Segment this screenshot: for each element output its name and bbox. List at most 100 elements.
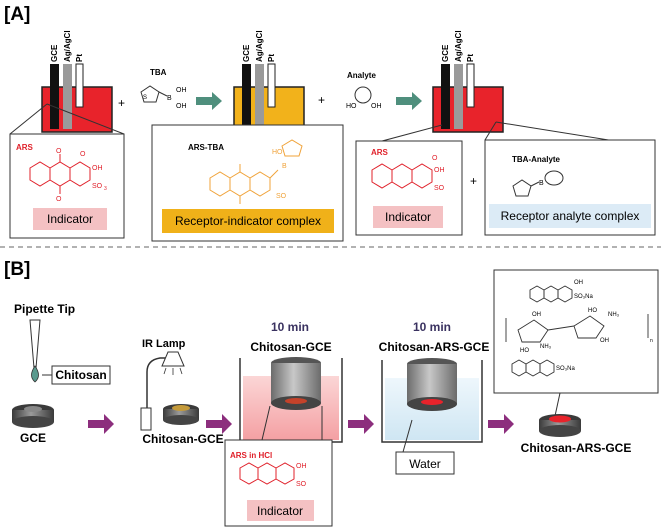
chitosan-drop bbox=[31, 365, 39, 383]
arrow-b-2 bbox=[206, 414, 232, 434]
sulfur-atom: S bbox=[143, 95, 147, 101]
box-ars-tba: ARS-TBA HO B SO Receptor-indicator compl… bbox=[151, 124, 344, 242]
indicator-tag-2: Indicator bbox=[385, 210, 431, 224]
box-ars-hcl: ARS in HCl OH SO Indicator bbox=[224, 439, 333, 527]
arrow-b-3 bbox=[348, 414, 374, 434]
ars-tba-structure bbox=[209, 139, 303, 204]
svg-text:OH: OH bbox=[296, 463, 307, 470]
time-label-2: 10 min bbox=[413, 320, 451, 334]
box-chitosan-ars-structure: SO₃Na OH SO₃Na NH₃ NH₃ HO OH OH HO n bbox=[493, 269, 659, 394]
svg-text:SO: SO bbox=[276, 193, 287, 200]
gce-electrode bbox=[50, 64, 59, 129]
thiophene-ring bbox=[140, 85, 160, 103]
nh3-label-bottom: NH₃ bbox=[540, 344, 552, 350]
ir-lamp-label: IR Lamp bbox=[142, 338, 186, 350]
svg-text:3: 3 bbox=[104, 186, 107, 192]
chitosan-gce-label: Chitosan-GCE bbox=[142, 432, 223, 446]
receptor-indicator-tag: Receptor-indicator complex bbox=[175, 214, 321, 228]
tba-oh-1: OH bbox=[176, 87, 187, 94]
callout-line-3b bbox=[484, 121, 497, 141]
plus-sign-2: + bbox=[318, 93, 325, 107]
svg-text:SO: SO bbox=[296, 481, 307, 488]
time-label-1: 10 min bbox=[271, 320, 309, 334]
lamp-base bbox=[140, 407, 152, 431]
so3na-top: SO₃Na bbox=[574, 294, 593, 300]
ars-o-minus-1: O bbox=[80, 151, 86, 158]
lamp-stand bbox=[146, 357, 170, 410]
arrow-b-4 bbox=[488, 414, 514, 434]
plus-sign-3: + bbox=[470, 174, 477, 188]
beaker-1-step: 10 min Chitosan-GCE bbox=[239, 320, 343, 443]
panel-a-label: [A] bbox=[4, 4, 30, 25]
water-box bbox=[395, 451, 455, 475]
final-label: Chitosan-ARS-GCE bbox=[521, 441, 632, 455]
nh3-label-top: NH₃ bbox=[608, 312, 620, 318]
tba-analyte-label: TBA-Analyte bbox=[512, 155, 561, 164]
analyte-label: Analyte bbox=[347, 71, 376, 80]
beaker-2-step: 10 min Chitosan-ARS-GCE Water bbox=[379, 320, 489, 475]
callout-line-1b bbox=[46, 103, 125, 135]
electrode-label-pt: Pt bbox=[75, 54, 84, 62]
pipette-tip-label: Pipette Tip bbox=[14, 302, 75, 316]
svg-text:n: n bbox=[650, 338, 653, 344]
arrow-a-1 bbox=[196, 92, 222, 110]
svg-text:B: B bbox=[539, 180, 544, 187]
plus-sign-1: + bbox=[118, 96, 125, 110]
ars-label-1: ARS bbox=[16, 143, 34, 152]
receptor-analyte-tag: Receptor analyte complex bbox=[501, 209, 640, 223]
cell-1: GCE Ag/AgCl Pt bbox=[41, 30, 113, 133]
svg-text:SO: SO bbox=[434, 185, 445, 192]
tba-molecule: TBA S B OH OH bbox=[140, 68, 187, 110]
electrode-label-agagcl: Ag/AgCl bbox=[63, 30, 72, 62]
so3na-bottom: SO₃Na bbox=[556, 366, 575, 372]
analyte-molecule: Analyte HO OH bbox=[346, 71, 382, 110]
ars-tba-label: ARS-TBA bbox=[188, 143, 224, 152]
indicator-tag-b: Indicator bbox=[257, 504, 303, 518]
svg-text:OH: OH bbox=[532, 312, 541, 318]
final-electrode: Chitosan-ARS-GCE bbox=[521, 414, 632, 455]
ars-structure-1 bbox=[29, 154, 91, 194]
analyte-oh: OH bbox=[371, 103, 382, 110]
pipette-tip bbox=[29, 319, 41, 369]
electrode-label-gce-3: GCE bbox=[441, 44, 450, 62]
electrode-label-agagcl-2: Ag/AgCl bbox=[255, 30, 264, 62]
tba-label: TBA bbox=[150, 68, 167, 77]
ars-label-2: ARS bbox=[371, 148, 389, 157]
ars-in-hcl-label: ARS in HCl bbox=[230, 451, 272, 460]
svg-text:HO: HO bbox=[588, 308, 597, 314]
box-tba-analyte: TBA-Analyte B Receptor analyte complex bbox=[484, 139, 656, 236]
analyte-ho: HO bbox=[346, 103, 357, 110]
electrode-label-gce: GCE bbox=[50, 44, 59, 62]
svg-text:HO: HO bbox=[520, 348, 529, 354]
panel-b-label: [B] bbox=[4, 259, 30, 280]
pt-electrode bbox=[75, 63, 84, 108]
ars-so3-1: SO bbox=[92, 183, 103, 190]
cell-3: GCE Ag/AgCl Pt bbox=[432, 30, 504, 133]
chitosan-label-box bbox=[51, 365, 111, 385]
electrode-label-pt-2: Pt bbox=[267, 54, 276, 62]
arrow-a-2 bbox=[396, 92, 422, 110]
callout-line-1a bbox=[9, 103, 48, 135]
box-ars-indicator: ARS O O O OH SO 3 Indicator bbox=[9, 133, 125, 239]
cell-2: GCE Ag/AgCl Pt bbox=[233, 30, 305, 133]
pipette-step: Pipette Tip Chitosan GCE bbox=[12, 302, 111, 445]
svg-text:O: O bbox=[56, 148, 62, 155]
beaker-2 bbox=[381, 360, 483, 443]
ag-agcl-electrode bbox=[63, 64, 72, 129]
svg-text:OH: OH bbox=[574, 280, 583, 286]
lamp-head bbox=[161, 351, 185, 367]
svg-text:OH: OH bbox=[434, 167, 445, 174]
ars-oh-1: OH bbox=[92, 165, 103, 172]
electrode-label-agagcl-3: Ag/AgCl bbox=[454, 30, 463, 62]
electrode-label-gce-2: GCE bbox=[242, 44, 251, 62]
gce-label: GCE bbox=[20, 431, 46, 445]
callout-line-b bbox=[554, 392, 561, 417]
svg-text:HO: HO bbox=[272, 149, 283, 156]
indicator-tag-1: Indicator bbox=[47, 212, 93, 226]
water-label: Water bbox=[409, 457, 441, 471]
arrow-b-1 bbox=[88, 414, 114, 434]
beaker-1-title: Chitosan-GCE bbox=[250, 340, 331, 354]
svg-text:OH: OH bbox=[600, 338, 609, 344]
electrode-label-pt-3: Pt bbox=[466, 54, 475, 62]
